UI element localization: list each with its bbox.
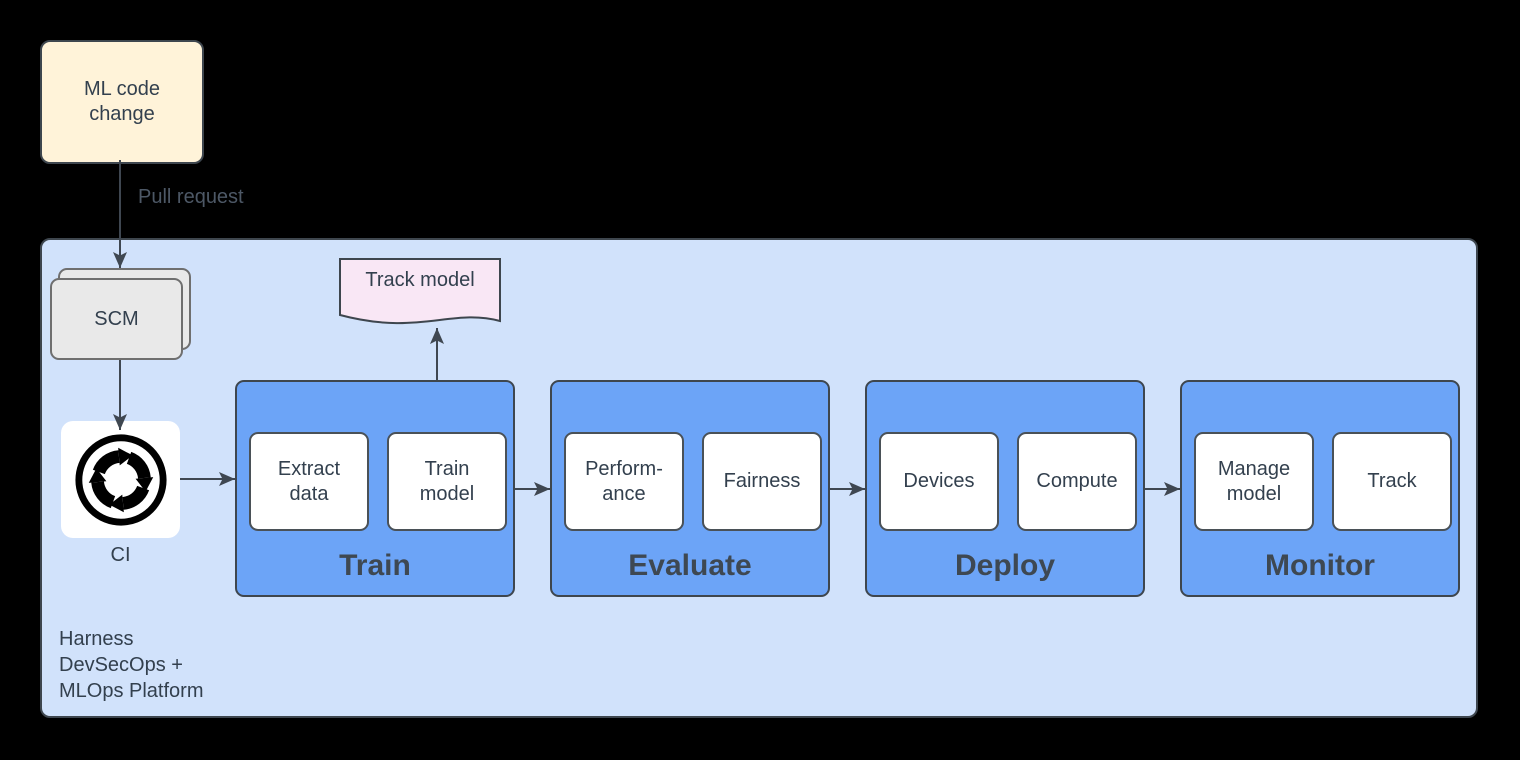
step-performance: Perform- ance — [564, 432, 684, 531]
step-extract-data-label: Extract data — [277, 457, 341, 505]
ci-node — [61, 421, 180, 538]
platform-label: Harness DevSecOps + MLOps Platform — [59, 628, 204, 702]
ml-code-change-node: ML code change — [40, 40, 204, 164]
step-train-model-label: Train model — [419, 457, 475, 505]
step-performance-label: Perform- ance — [585, 457, 663, 505]
ci-label: CI — [110, 544, 131, 566]
stage-title-monitor: Monitor — [1265, 549, 1375, 582]
continuous-integration-cycle-icon — [74, 433, 167, 526]
step-manage-model: Manage model — [1194, 432, 1314, 531]
step-devices-label: Devices — [903, 470, 975, 492]
step-track-label: Track — [1367, 470, 1417, 492]
document-shape — [339, 258, 501, 325]
stage-train: Extract data Train model Train — [235, 380, 515, 597]
stage-title-train: Train — [339, 549, 411, 582]
scm-node: SCM — [50, 278, 183, 360]
stage-evaluate: Perform- ance Fairness Evaluate — [550, 380, 830, 597]
step-fairness-label: Fairness — [723, 470, 801, 492]
stage-title-evaluate: Evaluate — [628, 549, 752, 582]
step-compute-label: Compute — [1036, 470, 1118, 492]
scm-label: SCM — [94, 307, 139, 330]
step-compute: Compute — [1017, 432, 1137, 531]
step-train-model: Train model — [387, 432, 507, 531]
step-fairness: Fairness — [702, 432, 822, 531]
track-model-doc: Track model — [339, 258, 501, 332]
track-model-label: Track model — [365, 269, 475, 291]
step-track: Track — [1332, 432, 1452, 531]
stage-monitor: Manage model Track Monitor — [1180, 380, 1460, 597]
step-manage-model-label: Manage model — [1217, 457, 1291, 505]
step-devices: Devices — [879, 432, 999, 531]
step-extract-data: Extract data — [249, 432, 369, 531]
stage-title-deploy: Deploy — [954, 549, 1056, 582]
ml-code-change-label: ML code change — [84, 78, 160, 125]
pull-request-label: Pull request — [138, 186, 244, 208]
stage-deploy: Devices Compute Deploy — [865, 380, 1145, 597]
